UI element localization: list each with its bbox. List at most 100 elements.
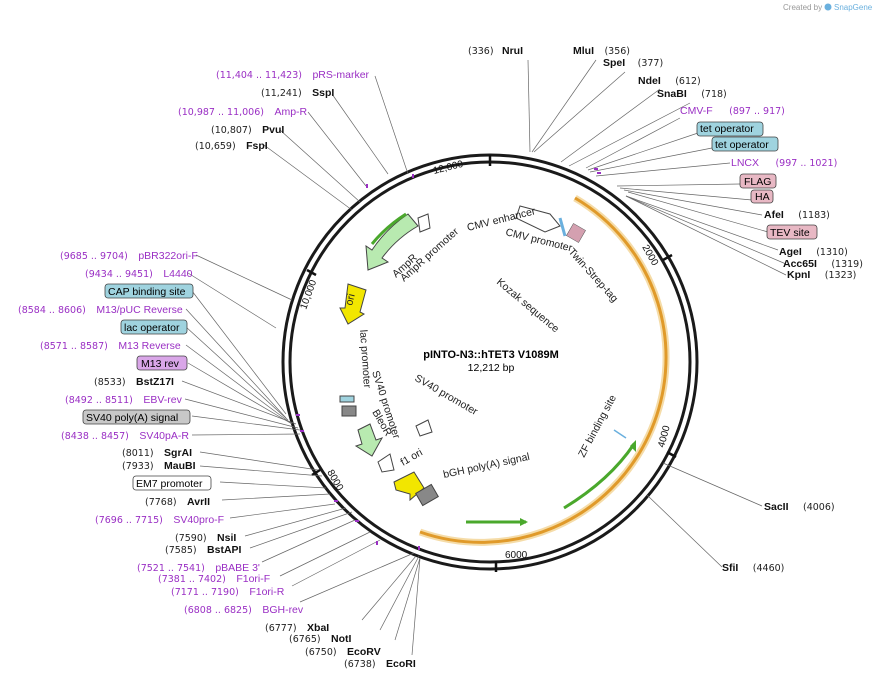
site-nrui-name: NruI: [502, 45, 523, 57]
f1-ori-label: f1 ori: [399, 447, 425, 469]
primer-ampr-range: (10,987 .. 11,006): [178, 107, 264, 118]
site-bstapi-pos: (7585): [165, 545, 197, 556]
site-sfii: SfiI (4460): [722, 558, 784, 575]
box-flag: FLAG: [739, 173, 777, 189]
site-sspi-pos: (11,241): [261, 88, 302, 99]
site-agei-pos: (1310): [816, 247, 848, 258]
cmv-enhancer-arrow: [515, 205, 561, 233]
plasmid-size: 12,212 bp: [468, 362, 515, 374]
site-sfii-name: SfiI: [722, 562, 738, 574]
primer-pbr322-range: (9685 .. 9704): [60, 251, 128, 262]
site-ecori: (6738) EcoRI: [344, 654, 416, 671]
site-pvui-name: PvuI: [262, 124, 284, 136]
primer-sv40prof-range: (7696 .. 7715): [95, 515, 163, 526]
site-pvui-pos: (10,807): [211, 125, 252, 136]
primer-marks: [296, 168, 601, 550]
box-tetop2-label: tet operator: [715, 139, 769, 151]
primer-cmvf-range: (897 .. 917): [729, 106, 785, 117]
site-fspi-pos: (10,659): [195, 141, 236, 152]
site-pvui: (10,807) PvuI: [211, 120, 284, 137]
ori-label: ori: [343, 292, 357, 306]
site-mlui: MluI (356): [573, 41, 630, 58]
primer-bghrev: (6808 .. 6825) BGH-rev: [184, 600, 304, 617]
site-avrii: (7768) AvrII: [145, 492, 210, 509]
site-sspi-name: SspI: [312, 87, 334, 99]
site-xbai-name: XbaI: [307, 622, 329, 634]
site-bstapi: (7585) BstAPI: [165, 540, 242, 557]
box-lacop: lac operator: [120, 319, 188, 335]
leader-lines: [181, 59, 787, 656]
site-ecori-pos: (6738): [344, 659, 376, 670]
primer-f1orir-name: F1ori-R: [249, 586, 284, 598]
site-bstapi-name: BstAPI: [207, 544, 242, 556]
snapgene-logo: SnapGene: [824, 3, 873, 12]
bgh-polya-mark: [415, 483, 439, 507]
box-em7-label: EM7 promoter: [136, 478, 203, 490]
primer-pbr322: (9685 .. 9704) pBR322ori-F: [60, 246, 198, 263]
site-nrui-pos: (336): [468, 46, 494, 57]
site-fspi: (10,659) FspI: [195, 136, 268, 153]
site-snabi-name: SnaBI: [657, 88, 687, 100]
primer-pbr322-name: pBR322ori-F: [138, 250, 198, 262]
site-nrui: (336) NruI: [468, 41, 523, 58]
primer-m13rev-name: M13 Reverse: [118, 340, 181, 352]
zf-binding-label: ZF binding site: [576, 393, 619, 460]
primer-sv40prof: (7696 .. 7715) SV40pro-F: [95, 510, 224, 527]
primer-f1orir: (7171 .. 7190) F1ori-R: [171, 582, 285, 599]
bleor-arrow: [354, 423, 384, 457]
snapgene-brand: SnapGene: [834, 3, 873, 12]
primer-m13puc: (8584 .. 8606) M13/pUC Reverse: [18, 300, 183, 317]
box-tetop1: tet operator: [696, 121, 764, 137]
box-tetop2: tet operator: [711, 136, 779, 152]
primer-f1orif: (7381 .. 7402) F1ori-F: [158, 569, 270, 586]
site-fspi-name: FspI: [246, 140, 268, 152]
box-flag-label: FLAG: [744, 176, 771, 188]
site-nsii-pos: (7590): [175, 533, 207, 544]
site-nsii-name: NsiI: [217, 532, 236, 544]
primer-prs: (11,404 .. 11,423) pRS-marker: [216, 65, 370, 82]
primer-l4440-range: (9434 .. 9451): [85, 269, 153, 280]
site-spei-name: SpeI: [603, 57, 625, 69]
site-kpni: KpnI (1323): [787, 265, 856, 282]
gene-arrow-right: [563, 443, 636, 510]
box-sv40polya: SV40 poly(A) signal: [82, 409, 191, 425]
primer-lncx: LNCX (997 .. 1021): [731, 153, 837, 170]
primer-sv40par-range: (8438 .. 8457): [61, 431, 129, 442]
primer-l4440: (9434 .. 9451) L4440: [85, 264, 193, 281]
site-snabi-pos: (718): [701, 89, 727, 100]
credit-text: Created by: [783, 3, 822, 12]
site-afei-pos: (1183): [798, 210, 830, 221]
site-ecorv: (6750) EcoRV: [305, 642, 381, 659]
twin-strep-mark: [566, 223, 586, 243]
primer-prs-name: pRS-marker: [312, 69, 369, 81]
site-bstz17i-pos: (8533): [94, 377, 126, 388]
site-afei-name: AfeI: [764, 209, 784, 221]
site-maubi-name: MauBI: [164, 460, 196, 472]
primer-sv40par-name: SV40pA-R: [139, 430, 189, 442]
primer-lncx-range: (997 .. 1021): [775, 158, 837, 169]
site-bstz17i: (8533) BstZ17I: [94, 372, 174, 389]
ticks: [306, 155, 677, 572]
lac-promoter-label: lac promoter: [357, 329, 373, 389]
primer-sv40par: (8438 .. 8457) SV40pA-R: [61, 426, 189, 443]
site-nsii: (7590) NsiI: [175, 528, 236, 545]
site-agei: AgeI (1310): [779, 242, 848, 259]
box-tev-label: TEV site: [770, 227, 810, 239]
insert-band-glow: [418, 194, 670, 546]
primer-f1orir-range: (7171 .. 7190): [171, 587, 239, 598]
primer-bghrev-range: (6808 .. 6825): [184, 605, 252, 616]
site-acc65i-name: Acc65I: [783, 258, 817, 270]
ori-arrow: [339, 283, 367, 325]
site-ndei-name: NdeI: [638, 75, 661, 87]
kozak-label: Kozak sequence: [494, 276, 561, 335]
primer-pbabe3-range: (7521 .. 7541): [137, 563, 205, 574]
primer-pbabe3-name: pBABE 3': [215, 562, 260, 574]
insert-band: [419, 196, 668, 544]
site-ecori-name: EcoRI: [386, 658, 416, 670]
site-noti-name: NotI: [331, 633, 351, 645]
box-ha-label: HA: [755, 191, 770, 203]
site-acc65i-pos: (1319): [831, 259, 863, 270]
box-tev: TEV site: [766, 224, 818, 240]
tick-label-6000: 6000: [505, 550, 528, 561]
